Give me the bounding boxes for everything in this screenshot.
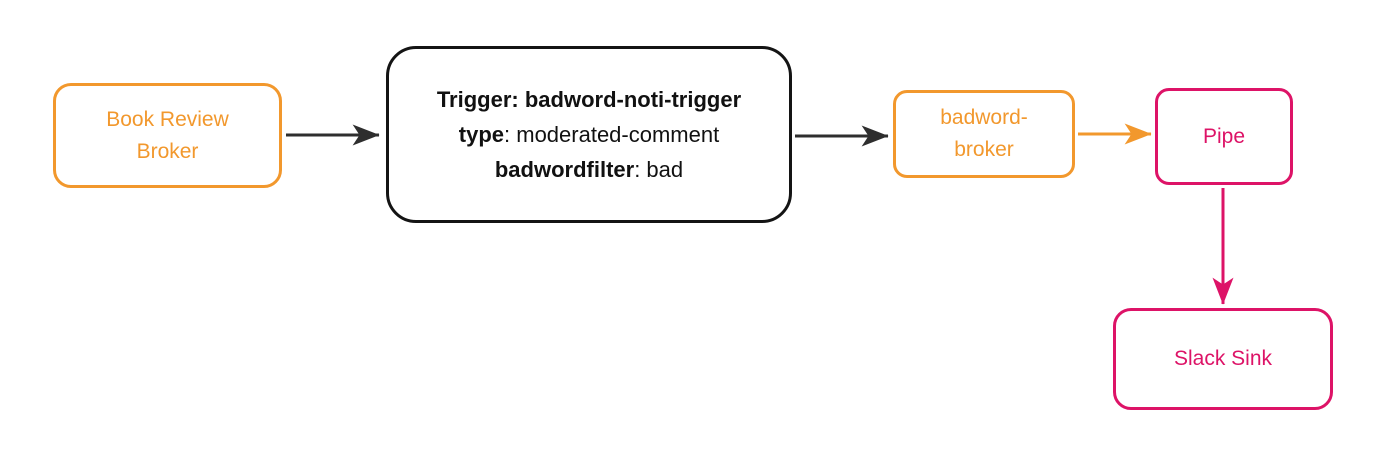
trigger-title-line: Trigger: badword-noti-trigger [437, 82, 741, 117]
node-badword-broker: badword-broker [893, 90, 1075, 178]
trigger-title-text: Trigger: badword-noti-trigger [436, 87, 742, 112]
node-slack-sink-label: Slack Sink [1173, 347, 1273, 370]
trigger-filter-line: badwordfilter: bad [495, 152, 683, 187]
node-pipe-label: Pipe [1202, 124, 1246, 148]
trigger-type-value: : moderated-comment [504, 122, 720, 147]
node-pipe: Pipe [1155, 88, 1293, 185]
trigger-type-line: type: moderated-comment [459, 117, 719, 152]
trigger-filter-value: : bad [634, 157, 684, 182]
node-book-review-broker: Book Review Broker [53, 83, 282, 188]
node-book-review-broker-label: Book Review Broker [106, 107, 229, 163]
node-slack-sink: Slack Sink [1113, 308, 1333, 410]
trigger-filter-key: badwordfilter [494, 157, 635, 182]
node-trigger: Trigger: badword-noti-trigger type: mode… [386, 46, 792, 223]
node-badword-broker-label: badword-broker [940, 106, 1028, 161]
trigger-type-key: type [458, 122, 505, 147]
